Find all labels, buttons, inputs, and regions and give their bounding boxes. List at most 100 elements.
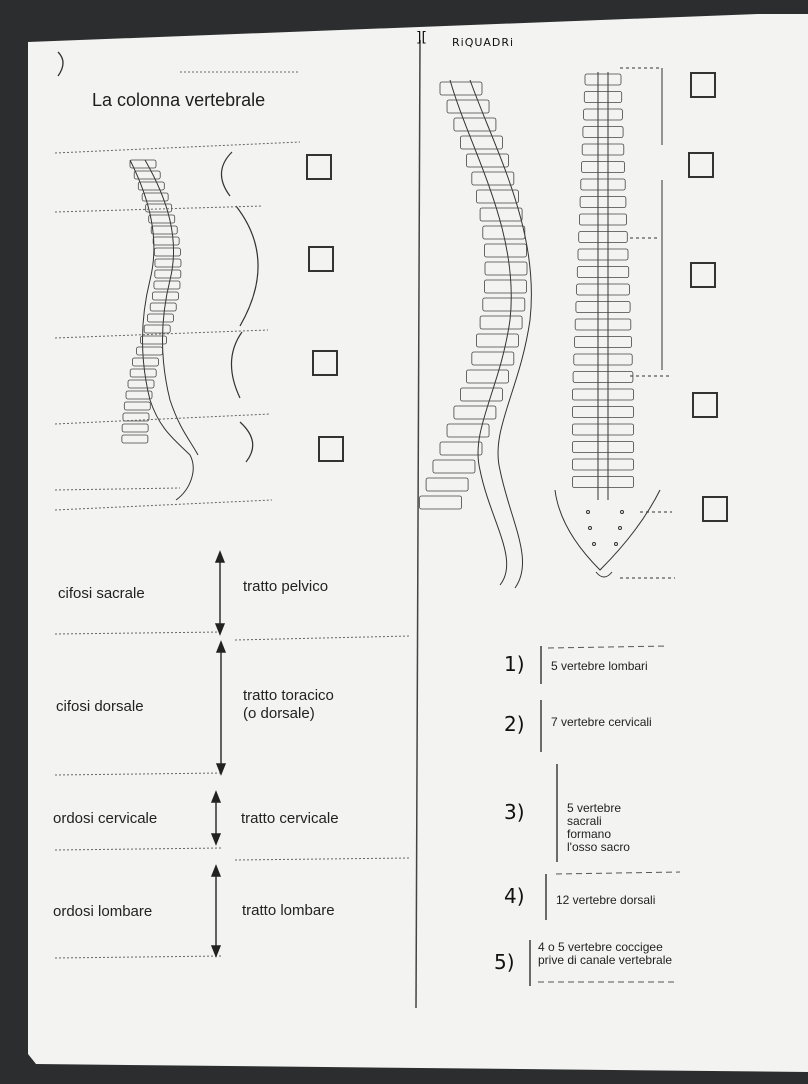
vertebra-sketch [123, 401, 151, 411]
vertebra-sketch [581, 143, 625, 156]
vertebra-sketch [446, 99, 490, 114]
handwritten-mark: ][ [416, 30, 427, 46]
front-vertebrae [572, 73, 635, 488]
vertebra-sketch [136, 346, 163, 356]
vertebra-sketch [419, 495, 462, 510]
vertebra-sketch [121, 434, 149, 444]
vertebra-sketch [577, 248, 629, 261]
vertebra-sketch [152, 236, 180, 246]
vertebra-sketch [129, 368, 157, 378]
left-vertebrae [121, 159, 182, 444]
vertebra-sketch [127, 379, 155, 389]
answer-box[interactable] [306, 154, 332, 180]
vertebrae-group: 4 o 5 vertebre coccigee prive di canale … [538, 940, 673, 967]
vertebra-sketch [460, 135, 503, 150]
vertebra-sketch [576, 283, 630, 296]
vertebra-sketch [149, 302, 177, 312]
vertebra-sketch [572, 371, 634, 383]
vertebrae-group: 12 vertebre dorsali [556, 893, 656, 907]
vertebra-sketch [439, 441, 483, 456]
vertebra-sketch [446, 423, 490, 438]
vertebra-sketch [479, 315, 523, 330]
tract-label: tratto lombare [242, 902, 335, 919]
group-brackets [529, 646, 558, 986]
vertebra-sketch [583, 91, 623, 103]
left-rule-lines [54, 71, 411, 959]
number-1: 1) [504, 652, 525, 676]
tract-label: tratto pelvico [243, 578, 329, 595]
answer-box[interactable] [690, 72, 716, 98]
vertebra-sketch [579, 213, 628, 226]
vertebra-sketch [572, 441, 635, 453]
answer-box[interactable] [318, 436, 344, 462]
vertebra-sketch [476, 333, 519, 348]
number-5: 5) [494, 950, 515, 974]
vertebra-sketch [132, 357, 159, 367]
spine-front-view [554, 72, 661, 578]
curve-label: cifosi sacrale [58, 585, 145, 602]
vertebra-sketch [460, 387, 503, 402]
vertebra-sketch [574, 318, 632, 331]
column-divider [415, 39, 421, 1009]
vertebra-sketch [121, 423, 149, 433]
vertebra-sketch [466, 369, 509, 384]
vertebra-sketch [129, 159, 157, 169]
vertebra-sketch [133, 170, 161, 180]
vertebra-sketch [140, 335, 167, 345]
vertebra-sketch [575, 301, 631, 313]
right-side-vertebrae [419, 81, 528, 510]
answer-box[interactable] [312, 350, 338, 376]
number-3: 3) [504, 800, 525, 824]
answer-box[interactable] [702, 496, 728, 522]
vertebra-sketch [137, 181, 165, 191]
vertebra-sketch [482, 225, 526, 240]
vertebra-sketch [471, 171, 515, 186]
vertebra-sketch [154, 269, 182, 279]
vertebra-sketch [572, 388, 635, 401]
answer-box[interactable] [690, 262, 716, 288]
vertebrae-group: 5 vertebre sacrali formano l'osso sacro [567, 801, 630, 854]
vertebra-sketch [471, 351, 515, 366]
vertebra-sketch [153, 280, 181, 290]
answer-box[interactable] [688, 152, 714, 178]
vertebra-sketch [466, 153, 509, 168]
vertebra-sketch [150, 225, 178, 235]
vertebra-sketch [147, 313, 174, 323]
vertebra-sketch [154, 247, 181, 257]
vertebra-sketch [581, 161, 625, 173]
vertebra-sketch [572, 476, 635, 488]
curve-label: ordosi cervicale [53, 810, 158, 827]
vertebra-sketch [143, 324, 171, 334]
vertebra-sketch [578, 231, 628, 243]
vertebra-sketch [572, 406, 635, 418]
vertebra-sketch [484, 243, 527, 258]
vertebra-sketch [583, 108, 623, 121]
answer-box[interactable] [692, 392, 718, 418]
vertebra-sketch [479, 207, 523, 222]
spine-side-view-left [129, 159, 199, 501]
vertebra-sketch [579, 196, 627, 208]
vertebra-sketch [122, 412, 150, 422]
spine-side-view-right [449, 79, 532, 589]
vertebra-sketch [425, 477, 469, 492]
curvature-sketches [220, 151, 259, 463]
vertebra-sketch [453, 117, 497, 132]
leader-lines [620, 67, 675, 579]
number-4: 4) [504, 884, 525, 908]
vertebra-sketch [572, 423, 635, 436]
vertebra-sketch [148, 214, 176, 224]
vertebra-sketch [152, 291, 179, 301]
vertebra-sketch [572, 458, 635, 471]
vertebra-sketch [584, 73, 622, 86]
vertebra-sketch [576, 266, 630, 278]
number-2: 2) [504, 712, 525, 736]
vertebra-sketch [582, 126, 624, 138]
vertebra-sketch [484, 261, 528, 276]
answer-box[interactable] [308, 246, 334, 272]
handwritten-heading: RiQUADRi [452, 36, 515, 49]
tract-label: tratto toracico (o dorsale) [243, 687, 334, 722]
vertebra-sketch [432, 459, 476, 474]
vertebra-sketch [439, 81, 483, 96]
vertebra-sketch [476, 189, 519, 204]
